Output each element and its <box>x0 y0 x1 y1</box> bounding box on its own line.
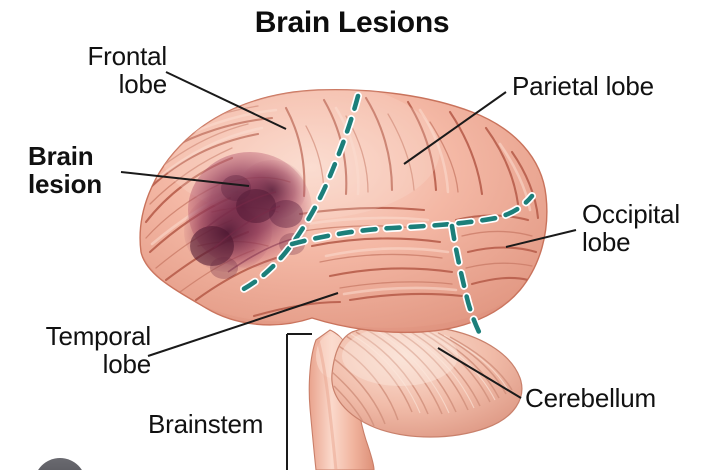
leader-parietal <box>403 91 507 165</box>
label-frontal-lobe: Frontal lobe <box>87 41 167 99</box>
brain-lesion <box>184 152 312 279</box>
gyri-highlights <box>150 106 532 296</box>
leader-lines <box>120 71 577 470</box>
label-brainstem: Brainstem <box>148 409 264 439</box>
label-temporal-lobe: Temporal lobe <box>45 321 152 379</box>
leader-occipital <box>505 229 577 248</box>
leader-cerebellum <box>437 347 522 399</box>
leader-frontal <box>165 71 287 130</box>
lobe-boundary-dashes <box>234 92 536 338</box>
label-brain-lesion: Brain lesion <box>28 141 102 199</box>
label-parietal-lobe: Parietal lobe <box>512 71 654 101</box>
cerebrum-structure <box>139 89 548 338</box>
figure-title: Brain Lesions <box>254 6 450 39</box>
label-cerebellum: Cerebellum <box>525 383 656 413</box>
leader-temporal <box>147 292 339 357</box>
leader-lesion <box>120 171 250 187</box>
cerebellum-structure <box>331 323 523 438</box>
sulci-major <box>144 96 540 318</box>
label-occipital-lobe: Occipital lobe <box>582 199 680 257</box>
watermark-logo <box>38 458 82 470</box>
